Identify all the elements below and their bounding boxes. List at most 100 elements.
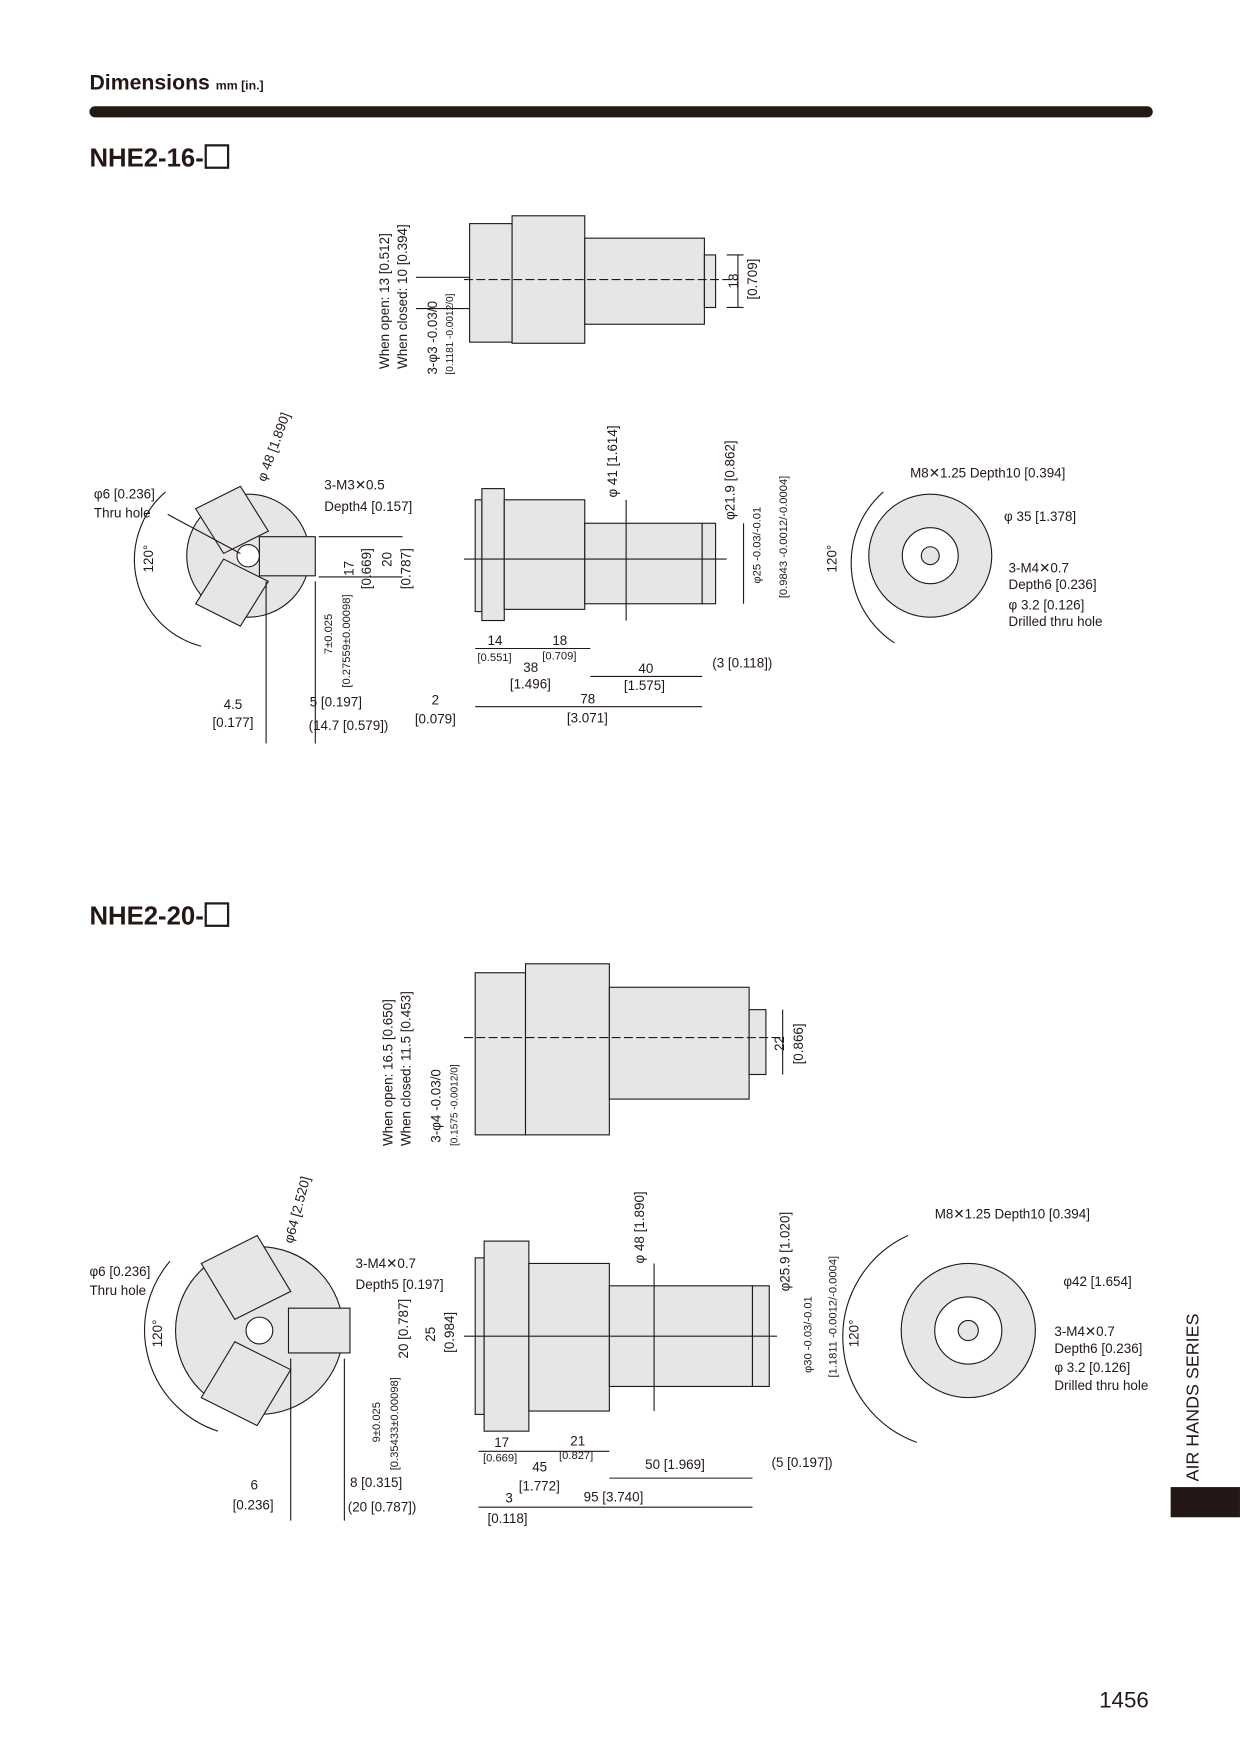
dia-41: φ 41 [1.614] bbox=[604, 425, 621, 498]
dim-4-5: 4.5 bbox=[223, 696, 243, 713]
placeholder-box bbox=[204, 144, 230, 169]
tap-label: 3-M3✕0.5 bbox=[324, 477, 385, 494]
height-inch-label: [0.866] bbox=[790, 1023, 807, 1065]
rear-view-20 bbox=[842, 1234, 1036, 1443]
dim-3-inch: [0.118] bbox=[487, 1510, 528, 1527]
angle-label: 120° bbox=[846, 1319, 863, 1348]
dia-42: φ42 [1.654] bbox=[1063, 1273, 1132, 1290]
dim-38: 38 bbox=[523, 659, 539, 676]
dim-2: 2 bbox=[431, 692, 440, 708]
dim-45-inch: [1.772] bbox=[518, 1478, 560, 1494]
m4-label: 3-M4✕0.7 bbox=[1054, 1323, 1115, 1340]
model-name: NHE2-20- bbox=[89, 901, 204, 931]
pin-label: 3-φ3 -0.03/0 bbox=[424, 300, 441, 375]
page-number: 1456 bbox=[1099, 1688, 1149, 1713]
front-view-20 bbox=[144, 1234, 351, 1521]
m4-label: 3-M4✕0.7 bbox=[1008, 560, 1069, 576]
hole-label: φ6 [0.236] bbox=[93, 486, 155, 503]
pin-label: 3-φ4 -0.03/0 bbox=[428, 1069, 444, 1143]
dim-17-inch: [0.669] bbox=[358, 548, 375, 590]
dim-14-inch: [0.551] bbox=[477, 651, 512, 665]
header-rule bbox=[89, 106, 1153, 118]
dim-6-inch: [0.236] bbox=[232, 1497, 274, 1513]
side-view-16 bbox=[464, 488, 745, 708]
dim-21: 21 bbox=[570, 1433, 586, 1450]
dim-50: 50 [1.969] bbox=[645, 1456, 705, 1473]
dim-78-inch: [3.071] bbox=[566, 709, 608, 726]
height-label: 18 bbox=[725, 273, 742, 289]
series-tab-marker bbox=[1170, 1487, 1240, 1518]
m4-depth-label: Depth6 [0.236] bbox=[1054, 1340, 1143, 1357]
dim-95: 95 [3.740] bbox=[583, 1489, 644, 1505]
dim-14-7: (14.7 [0.579]) bbox=[308, 717, 389, 734]
dia-25-inch: [0.9843 -0.0012/-0.0004] bbox=[778, 475, 791, 599]
angle-label: 120° bbox=[824, 544, 840, 573]
angle-label: 120° bbox=[140, 544, 157, 573]
dim-17-inch: [0.669] bbox=[483, 1452, 518, 1465]
dim-18-inch: [0.709] bbox=[542, 650, 577, 664]
dim-40-inch: [1.575] bbox=[623, 677, 665, 694]
angle-label: 120° bbox=[149, 1319, 166, 1348]
tap-depth-label: Depth5 [0.197] bbox=[355, 1276, 444, 1293]
model-title-20: NHE2-20- bbox=[89, 901, 230, 931]
dim-8: 8 [0.315] bbox=[349, 1474, 403, 1491]
side-view-20 bbox=[464, 1240, 778, 1508]
dia-35: φ 35 [1.378] bbox=[1004, 508, 1077, 525]
dia-21-9: φ21.9 [0.862] bbox=[722, 440, 738, 520]
title-text: Dimensions bbox=[89, 71, 210, 96]
closed-stroke-label: When closed: 11.5 [0.453] bbox=[398, 991, 414, 1147]
model-name: NHE2-16- bbox=[89, 143, 204, 173]
dim-18: 18 bbox=[552, 632, 568, 649]
dim-3: (3 [0.118]) bbox=[712, 655, 773, 671]
thread-label: M8✕1.25 Depth10 [0.394] bbox=[910, 465, 1066, 481]
dim-17: 17 bbox=[494, 1434, 510, 1451]
dim-45: 45 bbox=[532, 1459, 548, 1475]
series-tab-label: AIR HANDS SERIES bbox=[1184, 1313, 1204, 1482]
dia-30-inch: [1.1811 -0.0012/-0.0004] bbox=[827, 1255, 840, 1378]
placeholder-box bbox=[204, 902, 230, 927]
dim-5: 5 [0.197] bbox=[309, 694, 362, 710]
m4-depth-label: Depth6 [0.236] bbox=[1008, 576, 1097, 593]
dim-20-inch: [0.787] bbox=[398, 548, 414, 590]
dim-5-ref: (5 [0.197]) bbox=[771, 1454, 833, 1471]
tap-depth-label: Depth4 [0.157] bbox=[324, 498, 413, 515]
dim-4-5-inch: [0.177] bbox=[212, 714, 254, 731]
pin-inch-label: [0.1181 -0.0012/0] bbox=[443, 293, 456, 375]
drilled-label: Drilled thru hole bbox=[1008, 613, 1103, 630]
dim-7: 7±0.025 bbox=[323, 613, 336, 655]
hole-label: φ6 [0.236] bbox=[89, 1263, 151, 1280]
dim-9: 9±0.025 bbox=[371, 1402, 384, 1443]
dim-6: 6 bbox=[250, 1477, 258, 1493]
dia-25-9: φ25.9 [1.020] bbox=[777, 1211, 793, 1292]
tap-label: 3-M4✕0.7 bbox=[355, 1255, 417, 1272]
open-stroke-label: When open: 13 [0.512] bbox=[376, 233, 393, 369]
hole-type-label: Thru hole bbox=[93, 505, 151, 522]
section-title: Dimensions mm [in.] bbox=[89, 72, 263, 97]
height-inch-label: [0.709] bbox=[744, 258, 761, 300]
dia-30: φ30 -0.03/-0.01 bbox=[802, 1296, 816, 1374]
dim-25: 25 bbox=[422, 1326, 439, 1342]
dim-21-inch: [0.827] bbox=[559, 1450, 594, 1463]
dia-3-2: φ 3.2 [0.126] bbox=[1008, 597, 1085, 613]
hole-type-label: Thru hole bbox=[89, 1282, 147, 1299]
height-label: 22 bbox=[771, 1036, 788, 1052]
thread-label: M8✕1.25 Depth10 [0.394] bbox=[934, 1206, 1090, 1223]
units-text: mm [in.] bbox=[215, 79, 264, 93]
dia-3-2: φ 3.2 [0.126] bbox=[1054, 1359, 1131, 1376]
dim-14: 14 bbox=[487, 632, 503, 649]
dim-38-inch: [1.496] bbox=[509, 676, 551, 693]
rear-view-16 bbox=[850, 491, 993, 644]
dim-17: 17 bbox=[341, 560, 357, 576]
drilled-label: Drilled thru hole bbox=[1054, 1377, 1149, 1394]
open-stroke-label: When open: 16.5 [0.650] bbox=[380, 999, 396, 1147]
dim-20: 20 bbox=[379, 551, 395, 567]
dim-2-inch: [0.079] bbox=[414, 711, 456, 727]
dim-9-inch: [0.35433±0.00098] bbox=[389, 1377, 402, 1471]
dim-20: 20 [0.787] bbox=[395, 1298, 412, 1359]
dia-48: φ 48 [1.890] bbox=[631, 1191, 648, 1264]
dim-3: 3 bbox=[505, 1490, 513, 1507]
front-view-16 bbox=[133, 485, 403, 744]
dia-25: φ25 -0.03/-0.01 bbox=[751, 506, 764, 584]
